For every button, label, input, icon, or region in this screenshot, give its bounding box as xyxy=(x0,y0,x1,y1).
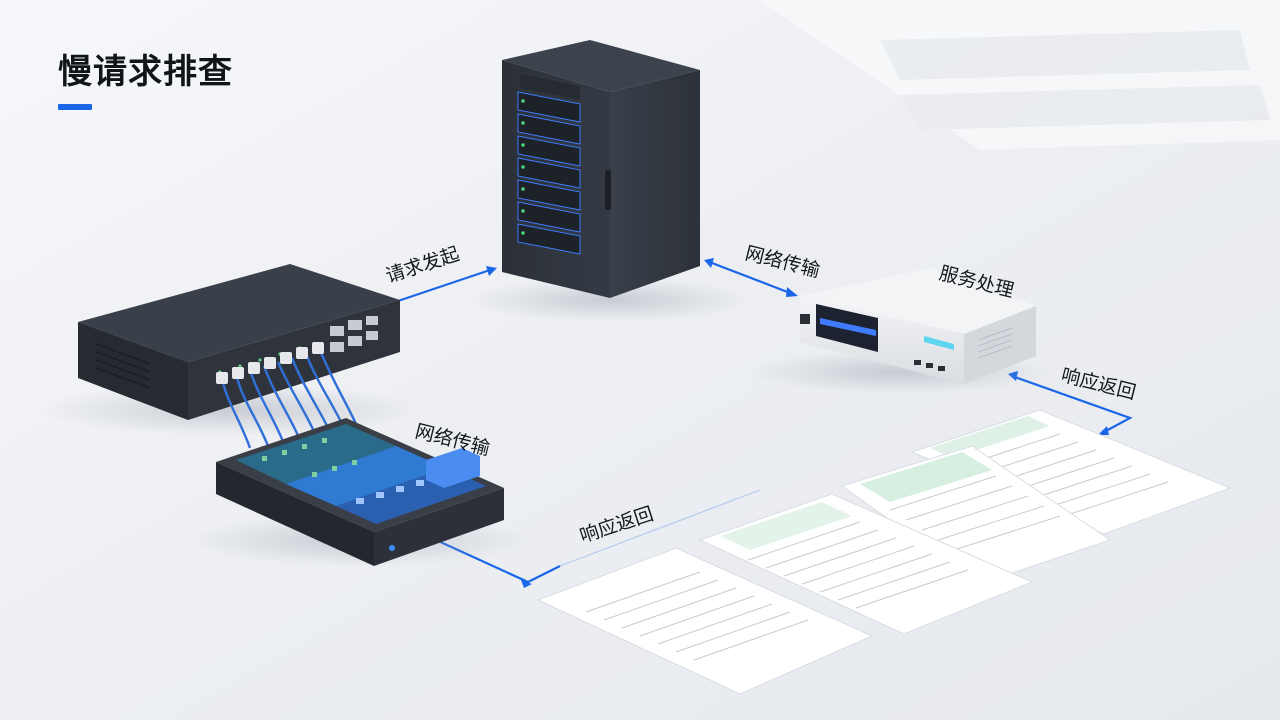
patch-panel xyxy=(190,418,530,566)
log-sheet-3 xyxy=(698,493,1034,635)
log-sheet-4 xyxy=(536,547,874,695)
window-light xyxy=(760,0,1280,150)
log-sheet-2 xyxy=(840,445,1112,585)
drive-bays xyxy=(517,91,581,255)
arrow-request-send xyxy=(394,266,497,304)
patch-cables xyxy=(220,349,358,449)
arrow-network-top xyxy=(704,258,798,297)
switch-ports xyxy=(330,316,378,352)
title-accent-bar xyxy=(58,104,92,110)
page-title: 慢请求排查 xyxy=(58,52,233,92)
tower-server xyxy=(470,40,750,322)
service-appliance xyxy=(750,268,1050,394)
log-documents xyxy=(536,409,1232,695)
network-switch xyxy=(40,264,420,449)
